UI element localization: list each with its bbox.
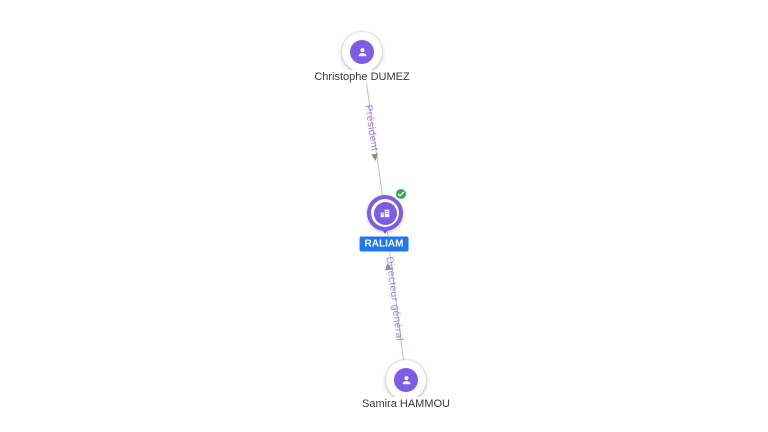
company-pin <box>367 195 403 231</box>
check-icon <box>397 191 405 197</box>
avatar <box>394 368 418 392</box>
person-icon <box>402 375 410 384</box>
edge-arrow-president <box>371 153 379 161</box>
person-label-samira-hammou[interactable]: Samira HAMMOU <box>357 397 455 411</box>
edge-arrow-directeur-general <box>384 263 392 271</box>
verified-badge <box>394 187 408 201</box>
avatar <box>350 40 374 64</box>
person-node-samira-hammou[interactable] <box>386 360 426 400</box>
company-label-raliam[interactable]: RALIAM <box>359 236 409 252</box>
pin-ring <box>371 199 399 227</box>
person-label-christophe-dumez[interactable]: Christophe DUMEZ <box>310 70 414 84</box>
company-node-raliam[interactable] <box>367 187 408 234</box>
building-icon <box>380 209 390 218</box>
pin-core <box>373 201 397 225</box>
person-icon <box>358 47 366 56</box>
person-node-christophe-dumez[interactable] <box>342 32 382 72</box>
